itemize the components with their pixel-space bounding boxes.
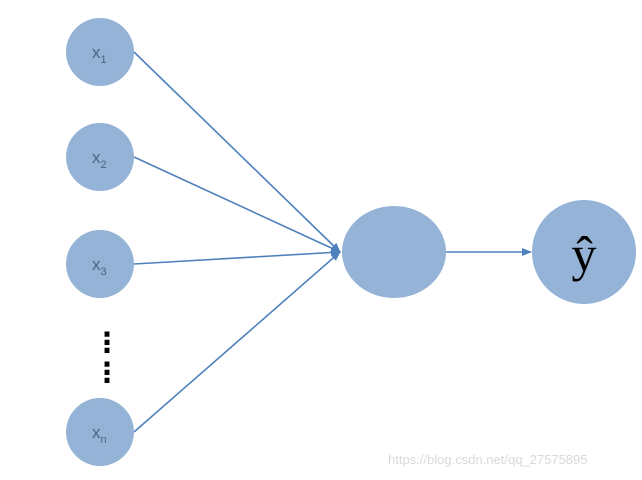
input-node-x1: x1 — [66, 18, 134, 86]
svg-text:x1: x1 — [92, 43, 107, 66]
edge-x2-to-neuron — [133, 156, 341, 253]
neuron-node — [342, 206, 446, 298]
input-label-sub: 3 — [101, 266, 107, 278]
input-label-sub: 1 — [101, 54, 107, 66]
ellipsis: ⋮ — [93, 326, 121, 359]
watermark: https://blog.csdn.net/qq_27575895 — [388, 452, 588, 467]
output-label: ŷ — [572, 226, 597, 282]
edge-xn-to-neuron — [133, 251, 341, 433]
input-label-base: x — [92, 255, 101, 274]
edge-x3-to-neuron — [133, 248, 341, 265]
input-node-x3: x3 — [66, 230, 134, 298]
output-node: ŷ — [532, 200, 636, 304]
input-node-xn: xn — [66, 398, 134, 466]
input-label-base: x — [92, 148, 101, 167]
input-label-base: x — [92, 43, 101, 62]
input-node-x2: x2 — [66, 123, 134, 191]
input-label-base: x — [92, 423, 101, 442]
input-label-sub: n — [101, 434, 107, 446]
svg-text:xn: xn — [92, 423, 107, 446]
svg-text:x2: x2 — [92, 148, 107, 171]
ellipsis: ⋮ — [93, 356, 121, 389]
edge-x1-to-neuron — [133, 51, 341, 253]
input-label-sub: 2 — [101, 159, 107, 171]
svg-text:x3: x3 — [92, 255, 107, 278]
